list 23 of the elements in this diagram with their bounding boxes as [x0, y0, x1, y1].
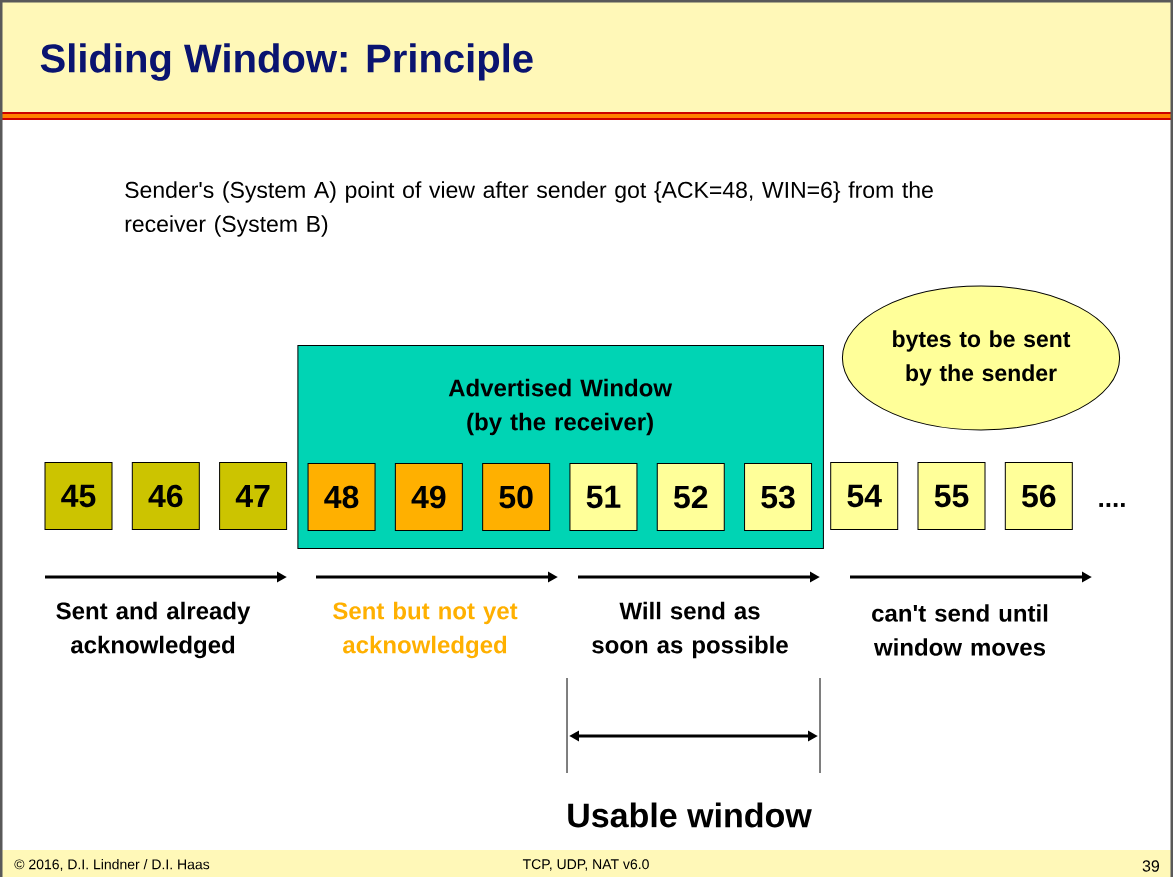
- footer-text: TCP, UDP, NAT v6.0: [522, 859, 649, 871]
- byte-box: 56: [1004, 462, 1073, 530]
- byte-box: 53: [744, 463, 813, 531]
- byte-box: 49: [394, 463, 463, 531]
- byte-box: 45: [44, 462, 113, 530]
- footer-text: © 2016, D.I. Lindner / D.I. Haas: [14, 859, 210, 871]
- caption: Will send as soon as possible: [592, 601, 788, 659]
- byte-box: 47: [219, 462, 288, 530]
- slide-title: Sliding Window: Principle: [40, 43, 533, 81]
- byte-box: 50: [482, 463, 551, 531]
- byte-box: 48: [307, 463, 376, 531]
- byte-box: 55: [917, 462, 986, 530]
- caption: Sent but not yet acknowledged: [333, 601, 518, 659]
- caption: Sent and already acknowledged: [56, 601, 251, 659]
- byte-box: 52: [656, 463, 725, 531]
- byte-box: 54: [830, 462, 899, 530]
- subtitle: Sender's (System A) point of view after sender got {ACK=48, WIN=6} from the receiver (System B): [125, 181, 933, 237]
- page-number: 39: [1142, 860, 1160, 872]
- dimension-label: Usable window: [568, 802, 812, 828]
- byte-box: 46: [131, 462, 200, 530]
- byte-box: 51: [569, 463, 638, 531]
- caption: can't send until window moves: [872, 604, 1048, 656]
- ellipsis: ....: [1099, 503, 1125, 507]
